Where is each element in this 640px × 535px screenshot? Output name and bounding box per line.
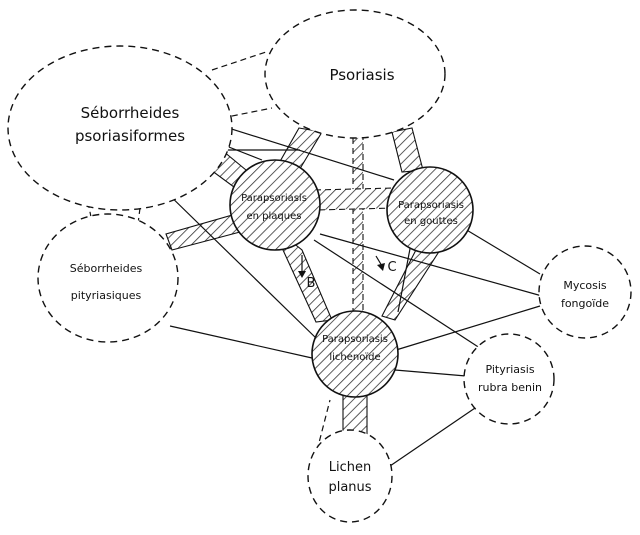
label-gouttes-line2: en gouttes	[404, 216, 458, 227]
label-sebpit-line1: Séborrheides	[70, 262, 143, 275]
inner-nodes	[229, 159, 474, 398]
label-lichen-line2: planus	[328, 480, 371, 495]
line-pityriasis-lichen	[389, 405, 479, 467]
label-sebpsor-line1: Séborrheides	[81, 104, 180, 122]
label-mycosis-line1: Mycosis	[563, 279, 607, 292]
node-lichen-planus	[307, 429, 393, 523]
arrow-b-head	[298, 271, 306, 278]
node-parapsoriasis-lichenoide	[311, 310, 399, 398]
arrow-b: B	[298, 255, 315, 291]
line-lichenoide-pityriasis	[394, 369, 467, 377]
dash-sebpsor-psoriasis-2	[221, 107, 273, 119]
line-lichenoide-mycosis	[395, 305, 541, 351]
arrow-c: C	[375, 255, 397, 275]
label-lichenoide-line1: Parapsoriasis	[322, 334, 388, 345]
node-labels: Psoriasis Séborrheides psoriasiformes Sé…	[70, 66, 609, 495]
label-pityriasis-line2: rubra benin	[478, 381, 542, 394]
label-sebpit-line2: pityriasiques	[71, 289, 142, 302]
node-seborrheides-psoriasiformes	[7, 45, 233, 211]
label-plaques-line2: en plaques	[247, 211, 302, 222]
line-sebpit-lichenoide	[169, 325, 313, 359]
label-psoriasis: Psoriasis	[329, 66, 394, 84]
dash-sebpsor-psoriasis-1	[211, 51, 267, 71]
line-sebpsor-gouttes	[221, 125, 395, 181]
node-parapsoriasis-plaques	[229, 159, 321, 251]
label-b: B	[307, 276, 316, 291]
line-gouttes-mycosis	[459, 225, 541, 275]
node-seborrheides-pityriasiques	[37, 213, 179, 343]
label-pityriasis-line1: Pityriasis	[485, 363, 534, 376]
band-sebpit-plaques	[165, 213, 241, 251]
node-pityriasis-rubra	[463, 333, 555, 425]
outer-nodes	[7, 9, 632, 523]
label-lichen-line1: Lichen	[329, 460, 371, 475]
line-plaques-pityriasis	[313, 239, 487, 353]
line-plaques-mycosis	[319, 233, 543, 297]
band-gouttes-lichenoide	[381, 245, 441, 321]
label-gouttes-line1: Parapsoriasis	[398, 200, 464, 211]
label-lichenoide-line2: lichenoïde	[329, 352, 380, 363]
node-psoriasis	[264, 9, 446, 139]
label-mycosis-line2: fongoïde	[561, 297, 609, 310]
label-c: C	[387, 260, 396, 275]
arrow-c-head	[377, 263, 385, 271]
node-mycosis-fongoide	[538, 245, 632, 339]
label-sebpsor-line2: psoriasiformes	[75, 127, 185, 145]
line-sebpsor-lichenoide	[159, 185, 319, 341]
band-plaques-gouttes	[314, 187, 396, 211]
band-psoriasis-gouttes	[391, 127, 424, 173]
band-psoriasis-lichenoide	[352, 133, 364, 315]
node-parapsoriasis-gouttes	[386, 166, 474, 254]
label-plaques-line1: Parapsoriasis	[241, 193, 307, 204]
connector-lines	[130, 125, 543, 467]
